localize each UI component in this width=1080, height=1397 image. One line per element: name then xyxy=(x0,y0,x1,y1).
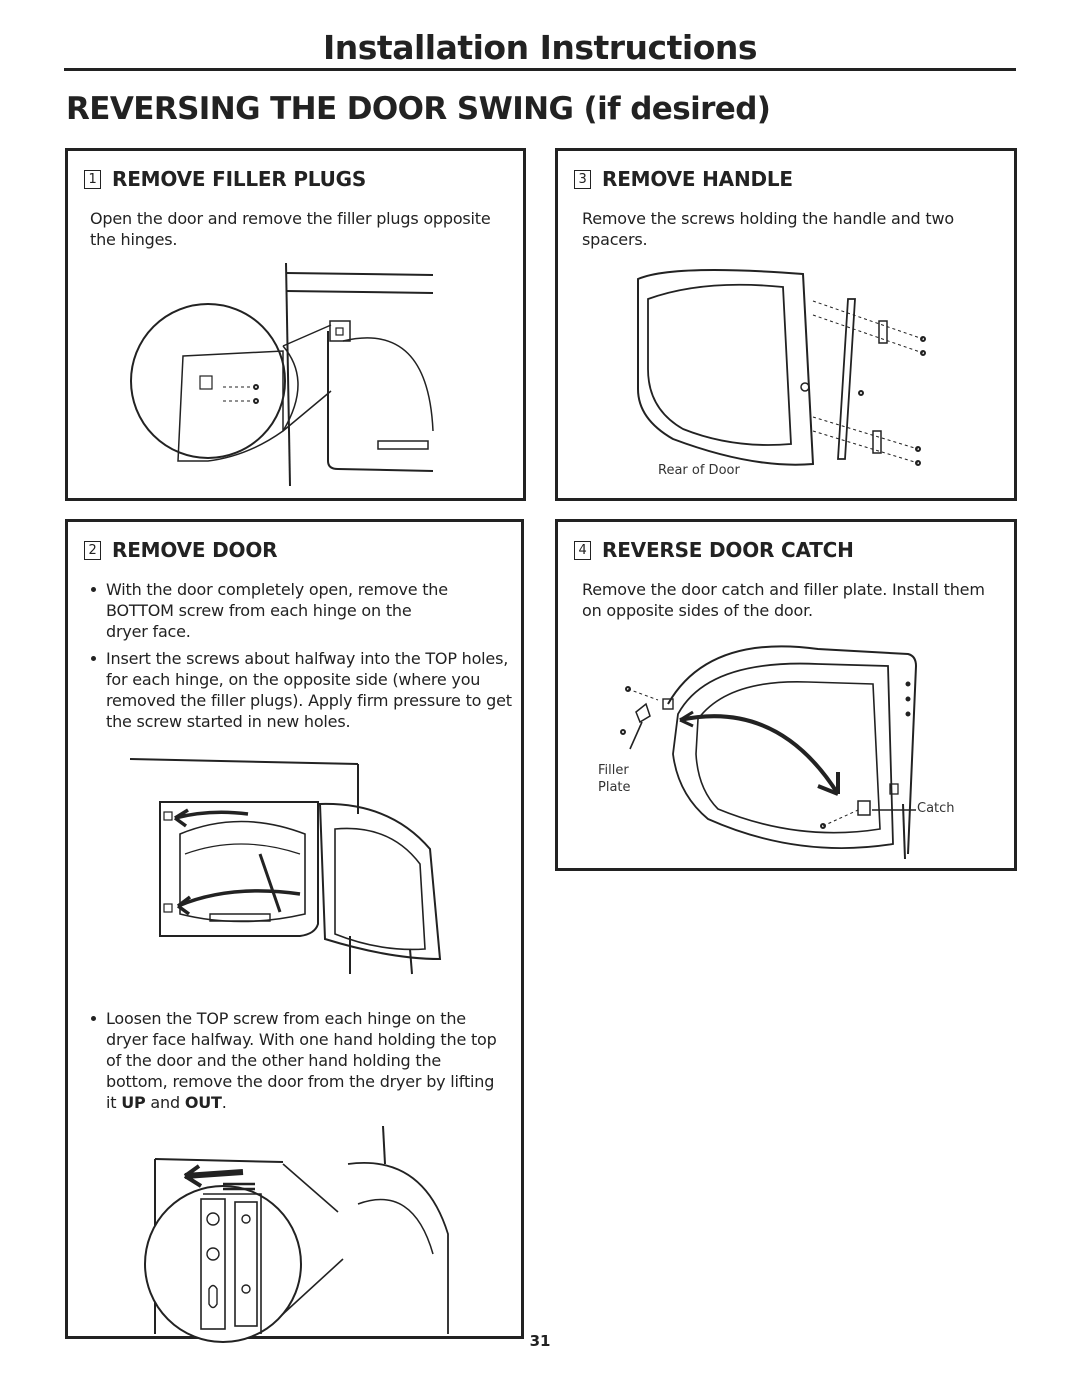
step-1-number: 1 xyxy=(84,169,101,189)
reverse-door-catch-illustration xyxy=(620,645,918,860)
step-2-title: REMOVE DOOR xyxy=(112,538,278,562)
step-4-text: Remove the door catch and filler plate. … xyxy=(582,580,985,620)
step-2-bullet-2: Insert the screws about halfway into the… xyxy=(91,648,516,732)
step-4-heading: 4 REVERSE DOOR CATCH xyxy=(574,538,854,562)
step-2-number: 2 xyxy=(84,540,101,560)
step-4-number: 4 xyxy=(574,540,591,560)
step-1-box: 1 REMOVE FILLER PLUGS Open the door and … xyxy=(65,148,526,501)
step-4-box: 4 REVERSE DOOR CATCH Remove the door cat… xyxy=(555,519,1017,871)
step-1-text: Open the door and remove the filler plug… xyxy=(90,209,491,249)
lift-door-illustration xyxy=(144,1125,449,1343)
header-rule xyxy=(64,68,1016,71)
step-3-text: Remove the screws holding the handle and… xyxy=(582,209,954,249)
page-heading: REVERSING THE DOOR SWING (if desired) xyxy=(66,91,771,127)
remove-door-screws-illustration xyxy=(129,758,442,975)
step-2-bullet-1: With the door completely open, remove th… xyxy=(91,579,451,642)
rear-of-door-caption: Rear of Door xyxy=(658,463,740,478)
step-2-heading: 2 REMOVE DOOR xyxy=(84,538,278,562)
filler-plate-caption: Filler Plate xyxy=(598,763,631,795)
step-3-box: 3 REMOVE HANDLE Remove the screws holdin… xyxy=(555,148,1017,501)
step-1-heading: 1 REMOVE FILLER PLUGS xyxy=(84,167,366,191)
remove-filler-plugs-illustration xyxy=(130,262,434,487)
step-4-title: REVERSE DOOR CATCH xyxy=(602,538,854,562)
catch-caption: Catch xyxy=(917,801,955,816)
step-2-bullet-3: Loosen the TOP screw from each hinge on … xyxy=(91,1008,501,1113)
step-1-title: REMOVE FILLER PLUGS xyxy=(112,167,367,191)
step-3-number: 3 xyxy=(574,169,591,189)
remove-handle-illustration xyxy=(637,269,926,466)
step-2-box: 2 REMOVE DOOR With the door completely o… xyxy=(65,519,524,1343)
page-number: 31 xyxy=(529,1332,551,1350)
page-header-title: Installation Instructions xyxy=(323,28,758,67)
step-3-heading: 3 REMOVE HANDLE xyxy=(574,167,793,191)
step-3-title: REMOVE HANDLE xyxy=(602,167,793,191)
